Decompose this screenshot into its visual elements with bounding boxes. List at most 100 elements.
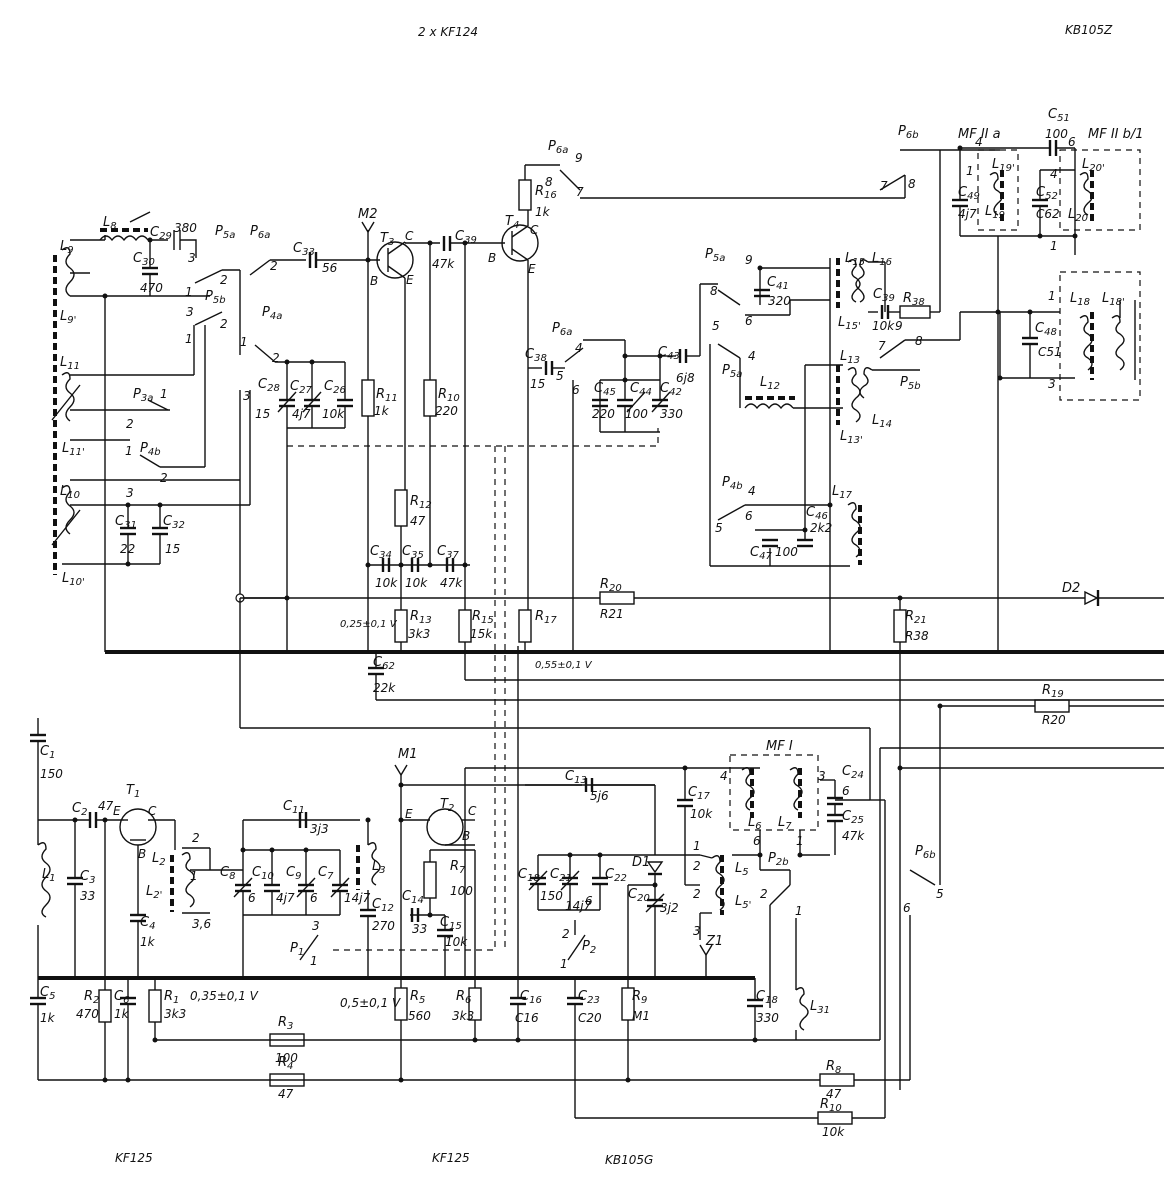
svg-text:C34: C34 xyxy=(370,544,392,561)
svg-text:L2: L2 xyxy=(152,851,166,868)
svg-text:3: 3 xyxy=(186,305,194,319)
svg-text:1: 1 xyxy=(560,957,568,971)
r6-value: 3k3 xyxy=(452,1009,474,1023)
diode-d2-icon xyxy=(1084,590,1099,606)
svg-text:P4b: P4b xyxy=(722,475,743,492)
svg-text:4: 4 xyxy=(575,341,583,355)
svg-text:6: 6 xyxy=(745,509,753,523)
m2-label: M2 xyxy=(358,207,378,222)
svg-text:C21: C21 xyxy=(550,867,572,884)
svg-text:L1: L1 xyxy=(42,867,56,884)
svg-text:C62: C62 xyxy=(373,655,395,672)
svg-text:1: 1 xyxy=(125,444,133,458)
r20-value: R21 xyxy=(600,607,624,621)
svg-text:C20: C20 xyxy=(628,887,650,904)
svg-text:R5: R5 xyxy=(410,989,425,1006)
c11-value: 3j3 xyxy=(310,822,329,836)
svg-text:3: 3 xyxy=(188,251,196,265)
svg-text:C11: C11 xyxy=(283,799,305,816)
svg-text:P6a: P6a xyxy=(552,321,572,338)
svg-text:2: 2 xyxy=(760,887,768,901)
transistor-t2-icon xyxy=(426,808,464,846)
c18-value: 150 xyxy=(540,889,563,903)
svg-text:C1: C1 xyxy=(40,744,55,761)
svg-text:5: 5 xyxy=(712,319,720,333)
c8-value: 6 xyxy=(248,891,256,905)
svg-text:B: B xyxy=(370,274,378,288)
svg-text:3: 3 xyxy=(693,924,701,938)
svg-text:L31: L31 xyxy=(810,999,830,1016)
mf2a-label: MF II a xyxy=(958,127,1001,142)
svg-text:R2: R2 xyxy=(84,989,99,1006)
r21-value: R38 xyxy=(905,629,929,643)
svg-text:1: 1 xyxy=(1048,289,1056,303)
svg-text:9: 9 xyxy=(895,319,903,333)
svg-text:C45: C45 xyxy=(594,381,616,398)
svg-text:C5: C5 xyxy=(40,985,55,1002)
svg-text:5: 5 xyxy=(715,521,723,535)
svg-text:L9: L9 xyxy=(60,239,74,256)
svg-text:L11': L11' xyxy=(62,441,85,458)
svg-text:C43: C43 xyxy=(658,345,680,362)
svg-text:1: 1 xyxy=(693,839,701,853)
svg-text:C18: C18 xyxy=(518,867,540,884)
svg-text:L8: L8 xyxy=(103,215,117,232)
svg-text:L5': L5' xyxy=(735,894,751,911)
svg-text:R17: R17 xyxy=(535,609,557,626)
voltage-1: 0,25±0,1 V xyxy=(340,619,398,630)
c52-value: C62 xyxy=(1036,207,1060,221)
c13-value: 5j6 xyxy=(590,789,609,803)
svg-text:C29: C29 xyxy=(150,225,172,242)
svg-text:C30: C30 xyxy=(133,251,155,268)
svg-text:R13: R13 xyxy=(410,609,432,626)
svg-text:C23: C23 xyxy=(578,989,600,1006)
svg-text:L10': L10' xyxy=(62,571,85,588)
c38-value: 15 xyxy=(530,377,545,391)
svg-text:2: 2 xyxy=(270,259,278,273)
svg-text:T2: T2 xyxy=(440,797,454,814)
svg-text:1: 1 xyxy=(185,285,193,299)
c22-value: 6 xyxy=(585,894,593,908)
svg-text:4: 4 xyxy=(975,135,983,149)
c35-value: 10k xyxy=(405,576,428,590)
c28-value: 15 xyxy=(255,407,270,421)
svg-text:C13: C13 xyxy=(565,769,587,786)
c27-value: 4j7 xyxy=(292,407,311,421)
c3-value: 33 xyxy=(80,889,95,903)
svg-text:1: 1 xyxy=(185,332,193,346)
svg-text:R12: R12 xyxy=(410,494,432,511)
svg-text:L15: L15 xyxy=(845,251,865,268)
svg-text:8: 8 xyxy=(908,177,916,191)
transistor-t3-icon xyxy=(376,241,414,279)
svg-text:9: 9 xyxy=(575,151,583,165)
ground-buses xyxy=(38,650,1164,980)
svg-text:2: 2 xyxy=(192,831,200,845)
svg-text:B: B xyxy=(462,829,470,843)
c18b-value: 330 xyxy=(756,1011,779,1025)
svg-text:2: 2 xyxy=(693,887,701,901)
svg-text:6: 6 xyxy=(1068,135,1076,149)
svg-text:2: 2 xyxy=(126,417,134,431)
r16-value: 1k xyxy=(535,205,551,219)
svg-text:R20: R20 xyxy=(600,577,622,594)
svg-text:C46: C46 xyxy=(806,505,828,522)
svg-text:C24: C24 xyxy=(842,764,864,781)
svg-text:L3: L3 xyxy=(372,859,386,876)
svg-text:7: 7 xyxy=(576,185,584,199)
svg-text:E: E xyxy=(528,262,536,276)
svg-text:7: 7 xyxy=(878,339,886,353)
svg-text:0,35±0,1 V: 0,35±0,1 V xyxy=(190,989,259,1003)
svg-text:L12: L12 xyxy=(760,375,780,392)
svg-text:L13': L13' xyxy=(840,429,863,446)
svg-text:R38: R38 xyxy=(903,291,925,308)
svg-text:C6: C6 xyxy=(114,989,129,1006)
d2-label: D2 xyxy=(1062,581,1080,596)
svg-text:3: 3 xyxy=(818,769,826,783)
svg-text:C18: C18 xyxy=(756,989,778,1006)
c51-value: 100 xyxy=(1045,127,1068,141)
svg-text:1: 1 xyxy=(795,904,803,918)
svg-text:1: 1 xyxy=(1050,239,1058,253)
svg-text:P5a: P5a xyxy=(722,363,742,380)
svg-text:R8: R8 xyxy=(826,1059,841,1076)
